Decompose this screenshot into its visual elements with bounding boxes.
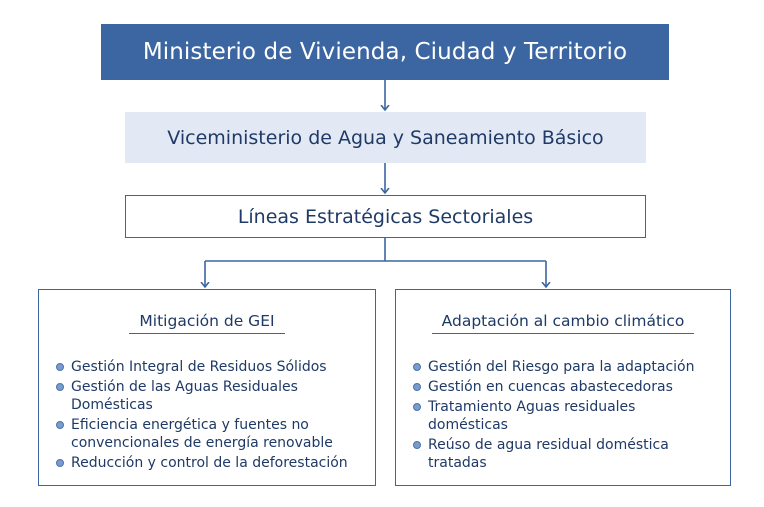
mitigation-item: Gestión Integral de Residuos Sólidos bbox=[56, 358, 369, 376]
adaptation-panel: Adaptación al cambio climático Gestión d… bbox=[395, 289, 731, 486]
bullet-icon bbox=[56, 459, 64, 467]
strategic-lines-label: Líneas Estratégicas Sectoriales bbox=[237, 205, 534, 228]
mitigation-title-text: Mitigación de GEI bbox=[129, 312, 285, 334]
viceministry-box: Viceministerio de Agua y Saneamiento Bás… bbox=[125, 112, 646, 163]
mitigation-item: Gestión de las Aguas Residuales bbox=[56, 378, 369, 396]
adaptation-title-text: Adaptación al cambio climático bbox=[431, 312, 695, 334]
adaptation-item-continuation: domésticas bbox=[428, 417, 508, 433]
bullet-icon bbox=[413, 441, 421, 449]
mitigation-item: Reducción y control de la deforestación bbox=[56, 454, 369, 472]
adaptation-item-continuation: tratadas bbox=[428, 455, 487, 471]
adaptation-item: Gestión en cuencas abastecedoras bbox=[413, 378, 724, 396]
mitigation-item-continuation: Domésticas bbox=[71, 397, 153, 413]
ministry-box: Ministerio de Vivienda, Ciudad y Territo… bbox=[101, 24, 669, 80]
viceministry-label: Viceministerio de Agua y Saneamiento Bás… bbox=[167, 126, 604, 149]
strategic-lines-box: Líneas Estratégicas Sectoriales bbox=[125, 195, 646, 238]
bullet-icon bbox=[413, 383, 421, 391]
bullet-icon bbox=[56, 421, 64, 429]
bullet-icon bbox=[56, 363, 64, 371]
bullet-icon bbox=[56, 383, 64, 391]
adaptation-item: Tratamiento Aguas residuales bbox=[413, 398, 724, 416]
mitigation-title: Mitigación de GEI bbox=[39, 312, 375, 334]
adaptation-item: Reúso de agua residual doméstica bbox=[413, 436, 724, 454]
mitigation-item-continuation: convencionales de energía renovable bbox=[71, 435, 333, 451]
bullet-icon bbox=[413, 403, 421, 411]
adaptation-list: Gestión del Riesgo para la adaptación Ge… bbox=[413, 358, 724, 474]
ministry-label: Ministerio de Vivienda, Ciudad y Territo… bbox=[142, 39, 628, 65]
bullet-icon bbox=[413, 363, 421, 371]
adaptation-title: Adaptación al cambio climático bbox=[396, 312, 730, 334]
mitigation-list: Gestión Integral de Residuos Sólidos Ges… bbox=[56, 358, 369, 474]
adaptation-item: Gestión del Riesgo para la adaptación bbox=[413, 358, 724, 376]
mitigation-item: Eficiencia energética y fuentes no bbox=[56, 416, 369, 434]
mitigation-panel: Mitigación de GEI Gestión Integral de Re… bbox=[38, 289, 376, 486]
